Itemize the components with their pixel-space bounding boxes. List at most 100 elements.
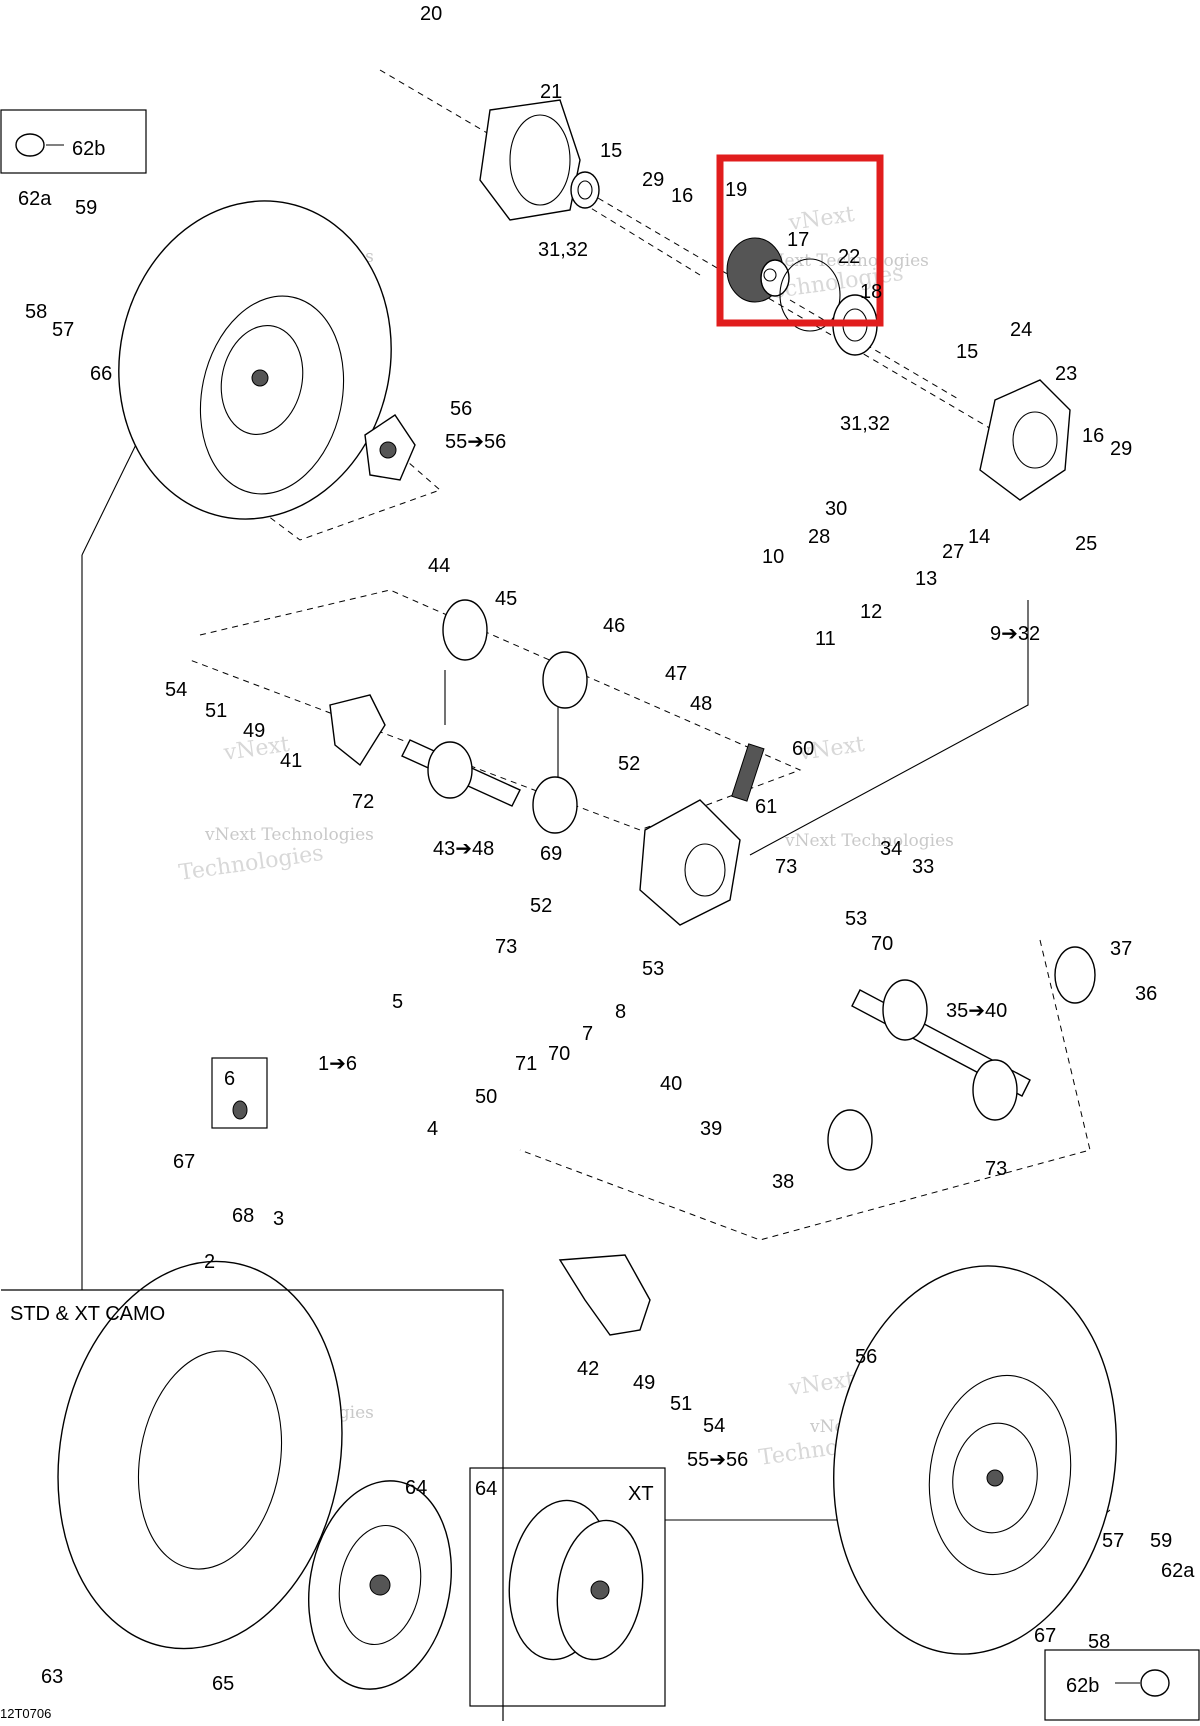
watermark-mid-left: vNext vNext Technologies Technologies [177, 732, 374, 886]
spring-60 [731, 743, 765, 802]
tire-top-left [118, 200, 392, 520]
part-label-l51b: 51 [670, 1393, 692, 1415]
tire-bottom-left [57, 1260, 343, 1650]
part-label-l3: 3 [273, 1208, 284, 1230]
knuckle-41 [329, 694, 386, 767]
part-label-l49a: 49 [243, 720, 265, 742]
part-label-l51a: 51 [205, 700, 227, 722]
part-label-l5556b: 55➔56 [687, 1449, 748, 1471]
part-label-l59b: 59 [1150, 1530, 1172, 1552]
part-label-l19: 19 [725, 179, 747, 201]
part-label-l3132b: 31,32 [840, 413, 890, 435]
part-label-l29a: 29 [642, 169, 664, 191]
part-label-l932: 9➔32 [990, 623, 1040, 645]
drive-shaft-43 [401, 739, 578, 834]
part-label-l10: 10 [762, 546, 784, 568]
part-label-l13: 13 [915, 568, 937, 590]
part-label-l65: 65 [212, 1673, 234, 1695]
part-label-l41: 41 [280, 750, 302, 772]
part-label-l3540: 35➔40 [946, 1000, 1007, 1022]
part-label-l53a: 53 [845, 908, 867, 930]
boot-38 [827, 1109, 873, 1171]
differential-gear-assembly-17 [726, 237, 790, 303]
part-label-l16b: 16 [1082, 425, 1104, 447]
part-label-l68: 68 [232, 1205, 254, 1227]
bearing-15-top [570, 171, 600, 209]
part-label-l73b: 73 [495, 936, 517, 958]
part-label-l50: 50 [475, 1086, 497, 1108]
part-label-l47: 47 [665, 663, 687, 685]
part-label-l15a: 15 [600, 140, 622, 162]
part-label-l69: 69 [540, 843, 562, 865]
part-label-l42: 42 [577, 1358, 599, 1380]
part-label-l70b: 70 [548, 1043, 570, 1065]
part-label-l66: 66 [90, 363, 112, 385]
part-label-l53b: 53 [642, 958, 664, 980]
part-label-l71: 71 [515, 1053, 537, 1075]
part-label-l5: 5 [392, 991, 403, 1013]
part-label-l54b: 54 [703, 1415, 725, 1437]
part-label-l11: 11 [815, 628, 836, 650]
part-label-l63: 63 [41, 1666, 63, 1688]
part-label-l14: 14 [968, 526, 990, 548]
part-label-l17: 17 [787, 229, 809, 251]
part-label-l73c: 73 [985, 1158, 1007, 1180]
diagram-code: 12T0706 [0, 1706, 51, 1721]
part-label-l48: 48 [690, 693, 712, 715]
part-label-l61: 61 [755, 796, 777, 818]
front-differential-69 [639, 799, 741, 926]
drive-shaft-35 [851, 979, 1031, 1121]
inset-std-xt-camo: STD & XT CAMO [1, 1289, 504, 1721]
part-label-l59a: 59 [75, 197, 97, 219]
boot-45 [442, 599, 488, 661]
xt-part-label: 64 [475, 1478, 497, 1500]
tire-bottom-right [833, 1265, 1117, 1655]
part-label-l39: 39 [700, 1118, 722, 1140]
part-label-l54a: 54 [165, 679, 187, 701]
wheel-hub-top [364, 414, 416, 481]
part-label-l25: 25 [1075, 533, 1097, 555]
part-label-l22: 22 [838, 246, 860, 268]
part-label-l21: 21 [540, 81, 562, 103]
part-label-l3132a: 31,32 [538, 239, 588, 261]
part-label-l15b: 15 [956, 341, 978, 363]
part-label-l72: 72 [352, 791, 374, 813]
inset-62b-top: 62b [0, 109, 147, 174]
part-label-l58a: 58 [25, 301, 47, 323]
boot-46 [542, 651, 588, 709]
inset-62b-bottom: 62b [1044, 1649, 1200, 1721]
part-label-l62a1: 62a [18, 188, 52, 210]
part-label-l4: 4 [427, 1118, 438, 1140]
part-label-l7: 7 [582, 1023, 593, 1045]
part-label-l70a: 70 [871, 933, 893, 955]
part-label-l38: 38 [772, 1171, 794, 1193]
svg-text:vNext Technologies: vNext Technologies [759, 251, 929, 271]
part-callouts: 202115291631,321917221824152331,32162925… [18, 3, 1195, 1695]
part-label-l30: 30 [825, 498, 847, 520]
part-label-l2: 2 [204, 1251, 215, 1273]
part-label-l60: 60 [792, 738, 814, 760]
svg-text:Technologies: Technologies [177, 841, 325, 886]
part-label-l44: 44 [428, 555, 450, 577]
part-label-l52a: 52 [618, 753, 640, 775]
part-label-l37: 37 [1110, 938, 1132, 960]
part-label-l36: 36 [1135, 983, 1157, 1005]
part-label-l73a: 73 [775, 856, 797, 878]
part-label-l64: 64 [405, 1477, 427, 1499]
boot-37 [1054, 946, 1096, 1004]
part-label-l6: 6 [224, 1068, 235, 1090]
part-label-l27: 27 [942, 541, 964, 563]
part-label-l4348: 43➔48 [433, 838, 494, 860]
differential-housing-21 [479, 99, 581, 221]
part-label-l56b: 56 [855, 1346, 877, 1368]
part-label-l49b: 49 [633, 1372, 655, 1394]
part-label-l24: 24 [1010, 319, 1032, 341]
part-label-l16a: 16 [671, 185, 693, 207]
part-label-l52b: 52 [530, 895, 552, 917]
part-label-l12: 12 [860, 601, 882, 623]
part-label-l5556a: 55➔56 [445, 431, 506, 453]
part-label-l23: 23 [1055, 363, 1077, 385]
part-label-l8: 8 [615, 1001, 626, 1023]
part-label-l34: 34 [880, 838, 902, 860]
std-xt-camo-caption: STD & XT CAMO [10, 1303, 165, 1325]
